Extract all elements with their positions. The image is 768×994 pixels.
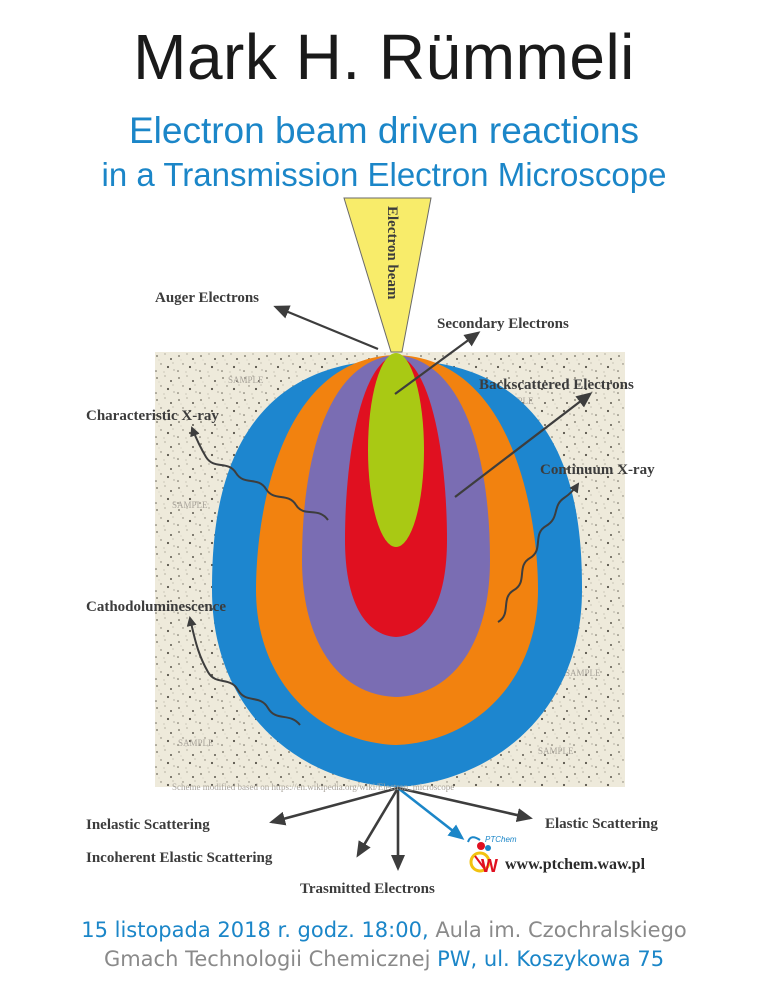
continuum-xray-wave [497, 482, 580, 623]
beam-label: Electron beam [384, 206, 400, 300]
cathodoluminescence-wave [186, 616, 301, 726]
label-elastic: Elastic Scattering [545, 816, 658, 832]
characteristic-xray-wave [190, 426, 329, 521]
elastic-arrow [397, 786, 533, 822]
label-characteristic-xray: Characteristic X-ray [86, 408, 219, 424]
talk-title-line-2: in a Transmission Electron Microscope [101, 156, 667, 193]
svg-text:SAMPLE: SAMPLE [565, 668, 601, 678]
label-secondary: Secondary Electrons [437, 316, 569, 332]
svg-text:SAMPLE: SAMPLE [172, 500, 208, 510]
label-incoherent-elastic: Incoherent Elastic Scattering [86, 850, 273, 866]
event-building: Gmach Technologii Chemicznej [103, 947, 431, 971]
blue-elastic-arrow [397, 786, 465, 840]
electron-beam-cone [343, 197, 432, 353]
auger-arrow [273, 305, 379, 351]
svg-text:SAMPLE: SAMPLE [178, 738, 214, 748]
ptchem-url: www.ptchem.waw.pl [505, 856, 646, 873]
incoherent-arrow [356, 787, 400, 858]
interaction-volume-green [368, 353, 424, 547]
secondary-arrow [394, 331, 481, 395]
label-inelastic: Inelastic Scattering [86, 817, 210, 833]
label-cathodoluminescence: Cathodoluminescence [86, 599, 226, 615]
talk-title-line-1: Electron beam driven reactions [128, 110, 640, 151]
event-datetime: 15 listopada 2018 r. godz. 18:00, [81, 918, 429, 942]
label-transmitted: Trasmitted Electrons [300, 881, 435, 897]
svg-text:SAMPLE: SAMPLE [538, 746, 574, 756]
label-backscattered: Backscattered Electrons [479, 377, 634, 393]
inelastic-arrow [269, 786, 399, 826]
event-address: PW, ul. Koszykowa 75 [430, 947, 665, 971]
speaker-name: Mark H. Rümmeli [133, 21, 635, 93]
ptchem-logo: PTChem W [467, 835, 517, 876]
footer-line-date: 15 listopada 2018 r. godz. 18:00, Aula i… [0, 918, 768, 942]
svg-text:SAMPLE: SAMPLE [228, 375, 264, 385]
label-auger: Auger Electrons [155, 290, 259, 306]
svg-text:W: W [481, 856, 498, 876]
event-venue-hall: Aula im. Czochralskiego [428, 918, 687, 942]
footer-line-address: Gmach Technologii Chemicznej PW, ul. Kos… [0, 947, 768, 971]
scheme-credit: Scheme modified based on https://en.wiki… [172, 782, 454, 792]
label-continuum-xray: Continuum X-ray [540, 462, 655, 478]
backscattered-arrow [454, 392, 593, 498]
svg-text:PTChem: PTChem [485, 835, 517, 844]
